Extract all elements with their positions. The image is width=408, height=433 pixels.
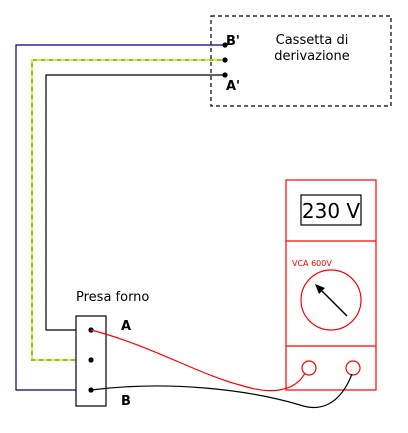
junction-terminal-a-label: A' (226, 79, 240, 94)
socket-terminal-earth (88, 357, 94, 363)
junction-terminal-b-label: B' (226, 34, 240, 49)
junction-terminal-a (222, 72, 228, 78)
junction-box-frame (210, 15, 392, 107)
blue-wire (15, 44, 225, 391)
multimeter-range-label: VCA 600V (292, 259, 332, 268)
socket-terminal-b-label: B (121, 394, 131, 409)
junction-box-title-line2: derivazione (274, 49, 350, 64)
multimeter-dial-pointer-head (315, 284, 325, 294)
junction-terminal-b (222, 42, 228, 48)
junction-terminal-earth (222, 57, 228, 63)
socket-terminal-a-label: A (121, 319, 131, 334)
earth-wire-yellow (31, 59, 225, 361)
multimeter-probe-socket-left (301, 360, 317, 376)
black-probe-lead (90, 373, 353, 409)
multimeter-probe-socket-right (345, 360, 361, 376)
black-wire (45, 74, 225, 331)
multimeter-display (300, 194, 362, 226)
socket-title: Presa forno (76, 290, 149, 305)
red-probe-lead (90, 329, 306, 392)
oven-socket: Presa forno A B (75, 290, 149, 409)
wires (15, 44, 225, 391)
multimeter-display-value: 230 V (302, 199, 361, 223)
junction-box-title-line1: Cassetta di (276, 33, 349, 48)
multimeter: 230 V VCA 600V (285, 179, 377, 391)
earth-wire-green (31, 59, 225, 361)
junction-box: Cassetta di derivazione B' A' (210, 15, 392, 107)
